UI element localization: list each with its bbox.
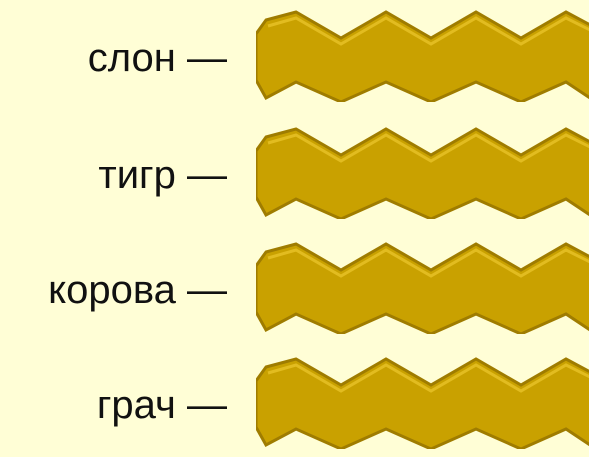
answer-band-korova [256, 242, 589, 334]
row-slon: слон — [0, 0, 589, 110]
row-korova: корова — [0, 232, 589, 342]
label-slon: слон — [87, 36, 227, 80]
row-grach: грач — [0, 347, 589, 457]
label-tigr: тигр — [98, 153, 227, 197]
answer-band-grach [256, 357, 589, 449]
row-tigr: тигр — [0, 117, 589, 227]
label-grach: грач — [96, 383, 227, 427]
answer-band-slon [256, 10, 589, 102]
answer-band-tigr [256, 127, 589, 219]
label-korova: корова — [48, 268, 227, 312]
